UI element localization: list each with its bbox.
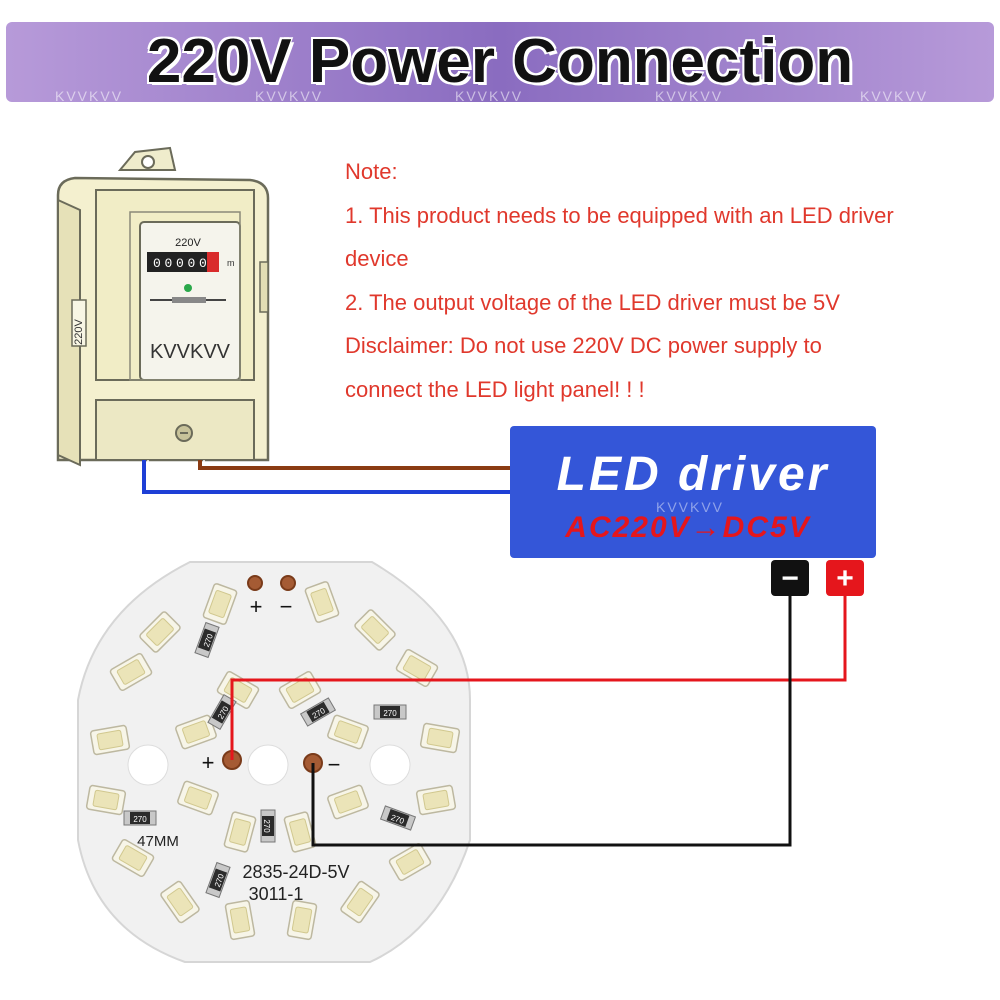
resistor: 270: [207, 693, 237, 731]
led-chip: [395, 648, 439, 688]
led-chip: [160, 880, 200, 924]
resistor-code: 270: [133, 815, 147, 824]
led-chip: [224, 899, 256, 941]
watermark-4: KVVKVV: [655, 88, 724, 104]
dc-wires: [230, 596, 847, 847]
resistor: 270: [123, 810, 157, 826]
page-title: 220V Power Connection: [146, 27, 854, 96]
meter-voltage-label: 220V: [175, 237, 201, 249]
led-chip: [202, 583, 238, 625]
led-chip: [415, 784, 457, 816]
positive-terminal: +: [836, 562, 854, 595]
resistor: 270: [260, 809, 276, 843]
resistor-code: 270: [262, 819, 271, 833]
resistor-code: 270: [213, 872, 226, 888]
board-size-label: 47MM: [137, 833, 179, 850]
meter-digit: 0: [199, 256, 207, 271]
title-banner: [6, 22, 994, 102]
driver-title: LED driver: [557, 448, 830, 501]
meter-digit: 0: [165, 256, 173, 271]
led-chip: [327, 714, 369, 750]
led-chip: [304, 581, 340, 623]
meter-digit: 0: [188, 256, 196, 271]
meter-unit: m: [227, 258, 235, 268]
pad-plus-label: +: [250, 594, 263, 619]
notes-heading: Note:: [345, 159, 398, 184]
note-line-3: 2. The output voltage of the LED driver …: [345, 289, 840, 315]
driver-watermark: KVVKVV: [656, 499, 724, 515]
notes-panel: Note: 1. This product needs to be equipp…: [345, 150, 990, 411]
ac-wires: [142, 460, 512, 494]
note-line-5: connect the LED light panel! ! !: [345, 376, 645, 402]
board-model-2: 3011-1: [249, 884, 304, 904]
watermark-1: KVVKVV: [55, 88, 124, 104]
negative-terminal: −: [781, 562, 799, 595]
meter-digit: 0: [176, 256, 184, 271]
led-chip: [283, 811, 317, 853]
led-chip: [111, 838, 155, 878]
meter-brand: KVVKVV: [150, 341, 231, 363]
driver-spec: AC220V→DC5V: [564, 511, 811, 544]
led-board: 270 270 270 270 270 270 270 270 + − + − 47MM 28…: [77, 561, 471, 963]
resistor: 270: [379, 805, 417, 831]
pad-minus-label: −: [280, 594, 293, 619]
note-line-1: 1. This product needs to be equipped wit…: [345, 202, 894, 228]
resistor-code: 270: [202, 632, 215, 648]
resistor: 270: [373, 704, 407, 720]
led-chip: [419, 722, 461, 754]
led-chip: [85, 784, 127, 816]
resistor-code: 270: [383, 709, 397, 718]
led-chip: [327, 784, 369, 820]
led-chip: [340, 880, 380, 924]
led-chip: [223, 811, 257, 853]
resistor: 270: [205, 861, 231, 899]
meter-side-label: 220V: [73, 318, 85, 344]
led-chip: [286, 899, 318, 941]
note-line-2: device: [345, 246, 409, 271]
led-chip: [354, 609, 396, 651]
note-line-4: Disclaimer: Do not use 220V DC power sup…: [345, 333, 822, 358]
meter-digit: 0: [153, 256, 161, 271]
watermark-3: KVVKVV: [455, 88, 524, 104]
resistor: 270: [194, 621, 220, 659]
center-minus-label: −: [328, 752, 341, 777]
center-plus-label: +: [202, 750, 215, 775]
led-driver: LED driver KVVKVV AC220V→DC5V − +: [510, 426, 876, 596]
board-model-1: 2835-24D-5V: [242, 862, 349, 882]
resistor: 270: [299, 697, 337, 727]
led-chip: [89, 724, 131, 756]
led-chip: [388, 842, 432, 882]
led-chip: [177, 780, 219, 816]
led-chip: [139, 611, 181, 653]
led-chip: [175, 714, 217, 750]
led-chip: [109, 652, 153, 692]
watermark-5: KVVKVV: [860, 88, 929, 104]
resistor-code: 270: [390, 813, 406, 826]
watermark-2: KVVKVV: [255, 88, 324, 104]
